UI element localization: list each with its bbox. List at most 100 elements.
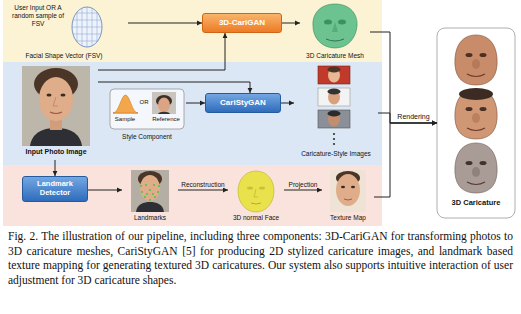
caricature-head bbox=[466, 161, 473, 165]
landmarks-photo bbox=[149, 189, 151, 191]
box-label: CariStyGAN bbox=[220, 98, 266, 107]
mesh-output: 3D Caricature Mesh bbox=[300, 2, 370, 62]
caricature-head bbox=[480, 53, 487, 57]
arrow-head bbox=[289, 101, 294, 106]
caricature-head bbox=[455, 89, 497, 139]
caricature-style-images bbox=[328, 90, 340, 105]
caricature-style-images bbox=[333, 133, 335, 135]
node-label: Facial Shape Vector (FSV) bbox=[8, 52, 120, 60]
image-stack: Caricature-Style Images bbox=[294, 64, 378, 162]
style-component-panel bbox=[110, 89, 184, 129]
landmarks-photo bbox=[158, 185, 160, 187]
input-photo bbox=[47, 94, 52, 97]
arrow-head bbox=[432, 121, 437, 126]
caricature-style-images bbox=[318, 66, 350, 145]
input-photo bbox=[22, 66, 90, 146]
connector-arrow bbox=[88, 188, 122, 193]
caricature-head bbox=[467, 128, 485, 131]
band-bottom bbox=[3, 165, 382, 226]
texture-map bbox=[351, 186, 355, 188]
arrow-head bbox=[117, 188, 122, 193]
input-photo bbox=[61, 94, 66, 97]
caricature-mesh bbox=[338, 20, 346, 25]
caricature-head bbox=[480, 107, 487, 111]
node-label: User Input OR A random sample of FSV bbox=[8, 4, 68, 27]
fsv-grid-icon bbox=[70, 5, 104, 50]
result-panel: 3D Caricature bbox=[437, 28, 515, 218]
input-photo bbox=[39, 77, 73, 121]
edge-label: Projection bbox=[288, 181, 319, 188]
fsv-grid-icon bbox=[70, 20, 104, 21]
input-photo bbox=[53, 97, 58, 106]
output-panel bbox=[437, 28, 515, 218]
edge-label: Reconstruction bbox=[180, 181, 225, 188]
caricature-head bbox=[455, 35, 497, 85]
fsv-grid-icon bbox=[77, 5, 78, 50]
node-label: 3D Caricature bbox=[437, 198, 515, 207]
connector-arrow bbox=[186, 101, 205, 106]
connector-arrow bbox=[370, 32, 437, 125]
caricature-head bbox=[472, 59, 480, 69]
node-label: Texture Map bbox=[322, 214, 374, 222]
texture-map bbox=[330, 170, 366, 212]
landmarks-photo bbox=[140, 184, 160, 201]
band-top bbox=[3, 0, 382, 62]
landmarks-photo bbox=[136, 202, 164, 212]
style-component-panel bbox=[158, 98, 170, 113]
normal-face bbox=[247, 186, 253, 189]
texture-map bbox=[341, 186, 345, 188]
style-component: SampleORReferenceStyle Component bbox=[108, 88, 186, 146]
fsv-grid-icon bbox=[70, 41, 104, 42]
connector-arrow bbox=[53, 160, 58, 176]
connector-arrow bbox=[281, 101, 294, 106]
caricature-head bbox=[467, 182, 485, 185]
landmarks-photo bbox=[141, 191, 143, 193]
caricature-style-images bbox=[328, 68, 340, 83]
texture-map bbox=[336, 174, 360, 206]
band-middle bbox=[3, 62, 382, 165]
caricature-style-images bbox=[328, 112, 340, 127]
process-box: 3D-CariGAN bbox=[202, 13, 282, 33]
face-output: 3D normal Face bbox=[228, 168, 284, 226]
caricature-head bbox=[455, 143, 497, 193]
node-label: OR bbox=[139, 99, 149, 106]
style-component-panel bbox=[158, 112, 170, 114]
connector-line bbox=[128, 23, 202, 24]
figure-caption: Fig. 2. The illustration of our pipeline… bbox=[8, 229, 513, 287]
normal-face bbox=[251, 203, 261, 204]
fsv-grid-icon bbox=[70, 34, 104, 35]
style-component-panel bbox=[110, 89, 184, 129]
caricature-head bbox=[466, 107, 473, 111]
fsv-grid-icon bbox=[70, 13, 104, 14]
arrow-head bbox=[223, 188, 228, 193]
input-photo bbox=[22, 66, 90, 146]
connector-arrow bbox=[98, 33, 227, 70]
fsv-grid-icon bbox=[87, 5, 88, 50]
connector-line bbox=[98, 82, 250, 93]
node-label: Input Photo Image bbox=[14, 148, 98, 156]
caricature-mesh bbox=[326, 39, 344, 41]
caricature-head bbox=[480, 161, 487, 165]
connector-arrow bbox=[178, 188, 228, 193]
node-label: 3D Caricature Mesh bbox=[300, 52, 370, 60]
connector-arrow bbox=[374, 121, 437, 197]
landmarks-photo bbox=[140, 175, 160, 201]
connector-line bbox=[88, 190, 122, 191]
connector-line bbox=[378, 113, 437, 123]
landmarks-output: Landmarks bbox=[122, 168, 178, 226]
box-label: 3D-CariGAN bbox=[219, 18, 265, 27]
band-top bbox=[3, 0, 382, 62]
node-label: Sample bbox=[108, 116, 142, 123]
fsv-grid-icon bbox=[82, 5, 83, 50]
landmarks-photo bbox=[146, 193, 148, 195]
landmarks-photo bbox=[144, 196, 146, 198]
landmarks-photo bbox=[145, 184, 147, 186]
process-box: CariStyGAN bbox=[205, 93, 281, 113]
arrow-head bbox=[317, 188, 322, 193]
caricature-head bbox=[455, 143, 497, 193]
input-photo bbox=[30, 128, 82, 146]
caricature-style-images bbox=[328, 67, 341, 73]
connector-arrow bbox=[282, 21, 300, 26]
normal-face bbox=[238, 171, 274, 212]
